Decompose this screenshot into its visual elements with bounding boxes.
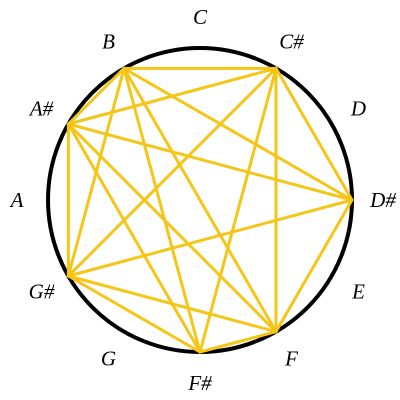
- note-label-b: B: [102, 30, 115, 54]
- note-label-a: A: [9, 188, 24, 212]
- note-label-c-sharp: C#: [279, 30, 304, 54]
- note-label-d-sharp: D#: [369, 188, 396, 212]
- note-label-e: E: [351, 280, 365, 304]
- chord-a-sharp-d-sharp: [66, 122, 354, 202]
- note-label-g-sharp: G#: [29, 280, 55, 304]
- chord-a-sharp-f: [66, 122, 278, 334]
- note-label-d: D: [350, 97, 366, 121]
- chord-c-sharp-d-sharp: [274, 66, 354, 202]
- chord-f-g-sharp: [66, 274, 278, 334]
- chord-a-sharp-f-sharp: [66, 122, 202, 354]
- chord-d-sharp-f: [274, 198, 354, 334]
- chord-c-sharp-f-sharp: [198, 66, 278, 354]
- chord-c-sharp-g-sharp: [66, 66, 278, 278]
- chord-b-f: [122, 66, 278, 334]
- note-label-f-sharp: F#: [187, 371, 212, 395]
- chord-b-d-sharp: [122, 66, 354, 202]
- note-labels-group: C C# D D# E F F# G G# A A# B: [9, 5, 397, 395]
- chord-f-f-sharp: [198, 330, 278, 354]
- chord-b-f-sharp: [122, 66, 202, 354]
- note-label-c: C: [193, 5, 208, 29]
- note-label-f: F: [284, 346, 298, 370]
- chord-f-sharp-g-sharp: [66, 274, 202, 354]
- chord-lines-group: [66, 66, 354, 354]
- note-label-a-sharp: A#: [28, 97, 54, 121]
- chord-d-sharp-g-sharp: [66, 198, 354, 278]
- chord-b-a-sharp: [66, 66, 126, 126]
- note-label-g: G: [101, 346, 116, 370]
